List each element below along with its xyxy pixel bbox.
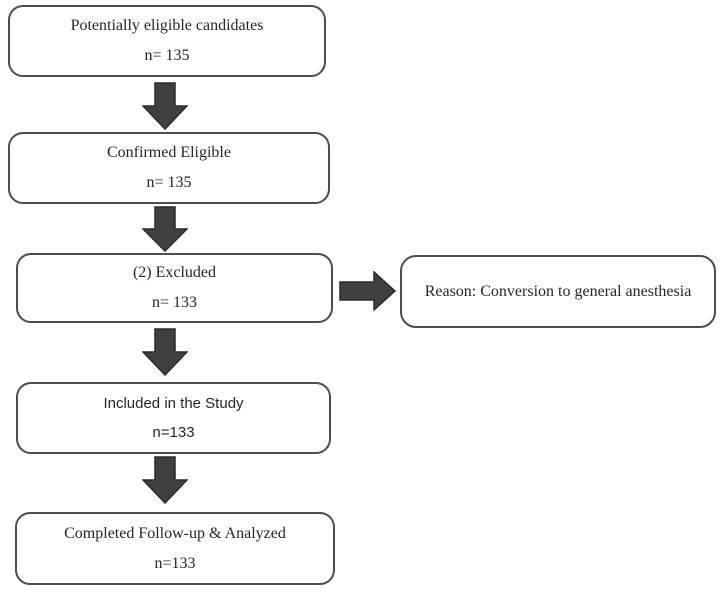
down-arrow-icon [142, 328, 188, 376]
box-title: Included in the Study [103, 395, 244, 412]
box-title: Completed Follow-up & Analyzed [64, 524, 286, 542]
box-count: n= 133 [151, 294, 198, 311]
down-arrow-icon [142, 456, 188, 504]
box-title: Confirmed Eligible [107, 144, 231, 161]
flow-box-excluded: (2) Excluded n= 133 [16, 253, 333, 323]
box-count: n=133 [154, 554, 196, 572]
box-title: Potentially eligible candidates [70, 17, 264, 34]
down-arrow-icon [142, 206, 188, 252]
flow-box-completed-followup: Completed Follow-up & Analyzed n=133 [15, 512, 335, 585]
right-arrow-icon [339, 271, 397, 311]
box-count: n=133 [152, 424, 195, 441]
box-count: n= 135 [146, 174, 192, 191]
reason-text: Reason: Conversion to general anesthesia [424, 282, 692, 300]
flow-box-confirmed-eligible: Confirmed Eligible n= 135 [8, 132, 330, 204]
flow-box-exclusion-reason: Reason: Conversion to general anesthesia [400, 255, 716, 328]
box-count: n= 135 [144, 47, 190, 64]
down-arrow-icon [142, 82, 188, 130]
flow-box-potentially-eligible: Potentially eligible candidates n= 135 [8, 5, 326, 77]
flow-box-included-in-study: Included in the Study n=133 [16, 382, 331, 454]
box-title: (2) Excluded [132, 264, 217, 281]
